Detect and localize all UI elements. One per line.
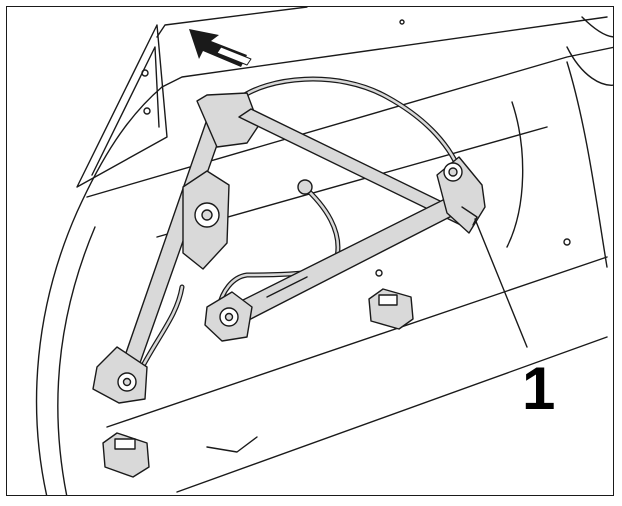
drive-pulley: [182, 170, 230, 270]
a-pillar: [76, 24, 168, 188]
door-clip-upper: [368, 288, 414, 330]
cable-joint: [297, 179, 313, 195]
lower-clamp: [204, 291, 253, 342]
callout-leader: [474, 218, 528, 348]
callout-label-1: 1: [522, 355, 556, 422]
direction-arrow: [189, 29, 252, 67]
lower-rail: [224, 188, 478, 326]
right-mount-bracket: [436, 156, 486, 234]
diagram-frame: 1: [6, 6, 614, 496]
window-regulator-illustration: [35, 7, 613, 495]
lower-left-bracket: [92, 346, 148, 404]
door-clip-lower: [102, 432, 150, 478]
